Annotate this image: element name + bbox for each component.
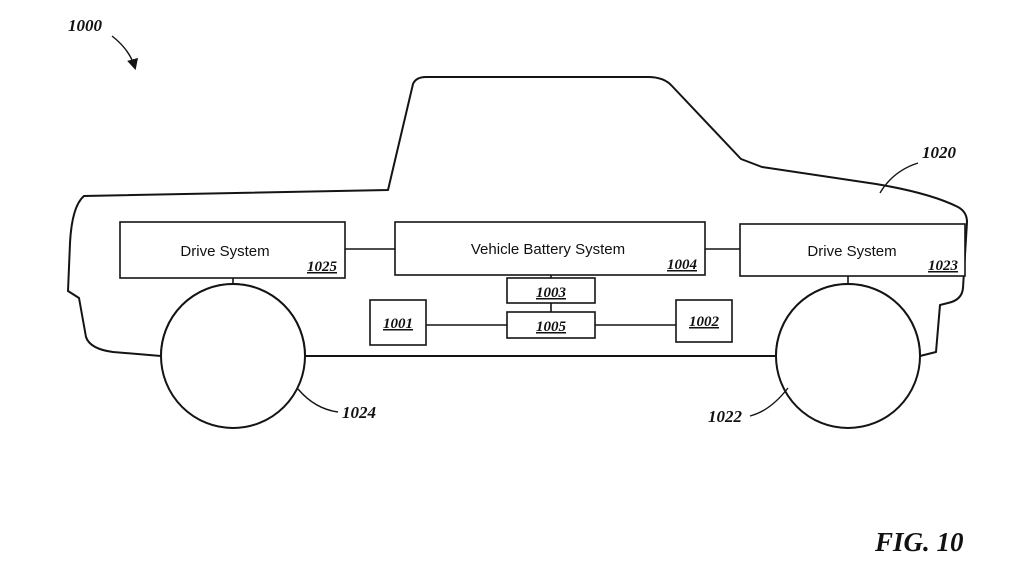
rear-drive-system-label: Drive System — [807, 243, 896, 260]
battery-system-label: Vehicle Battery System — [471, 241, 625, 258]
rear-wheel-ref-label: 1022 — [708, 407, 743, 426]
module-1002-ref: 1002 — [689, 314, 720, 330]
rear-drive-system-ref: 1023 — [928, 258, 959, 274]
front-wheel-ref-leader — [297, 388, 339, 413]
module-1003-box — [506, 277, 596, 304]
rear-wheel — [775, 283, 921, 429]
module-1005-ref: 1005 — [536, 319, 567, 335]
module-1002-box — [675, 299, 733, 343]
body-ref-label: 1020 — [922, 143, 957, 162]
module-1001-ref: 1001 — [383, 316, 413, 332]
rear-drive-system-box — [739, 223, 966, 277]
vehicle-ref-arrow — [111, 35, 138, 71]
front-drive-system-label: Drive System — [180, 243, 269, 260]
front-wheel — [160, 283, 306, 429]
battery-system-box — [394, 221, 706, 276]
module-1005-box — [506, 311, 596, 339]
battery-system-ref: 1004 — [667, 257, 698, 273]
front-wheel-ref-label: 1024 — [342, 403, 376, 422]
rear-wheel-ref-leader — [749, 387, 789, 417]
body-ref-leader — [879, 162, 919, 194]
module-1001-box — [369, 299, 427, 346]
front-drive-system-box — [119, 221, 346, 279]
front-drive-system-ref: 1025 — [307, 259, 338, 275]
vehicle-ref-label: 1000 — [68, 16, 103, 35]
module-1003-ref: 1003 — [536, 285, 567, 301]
figure-caption: FIG. 10 — [874, 527, 964, 557]
